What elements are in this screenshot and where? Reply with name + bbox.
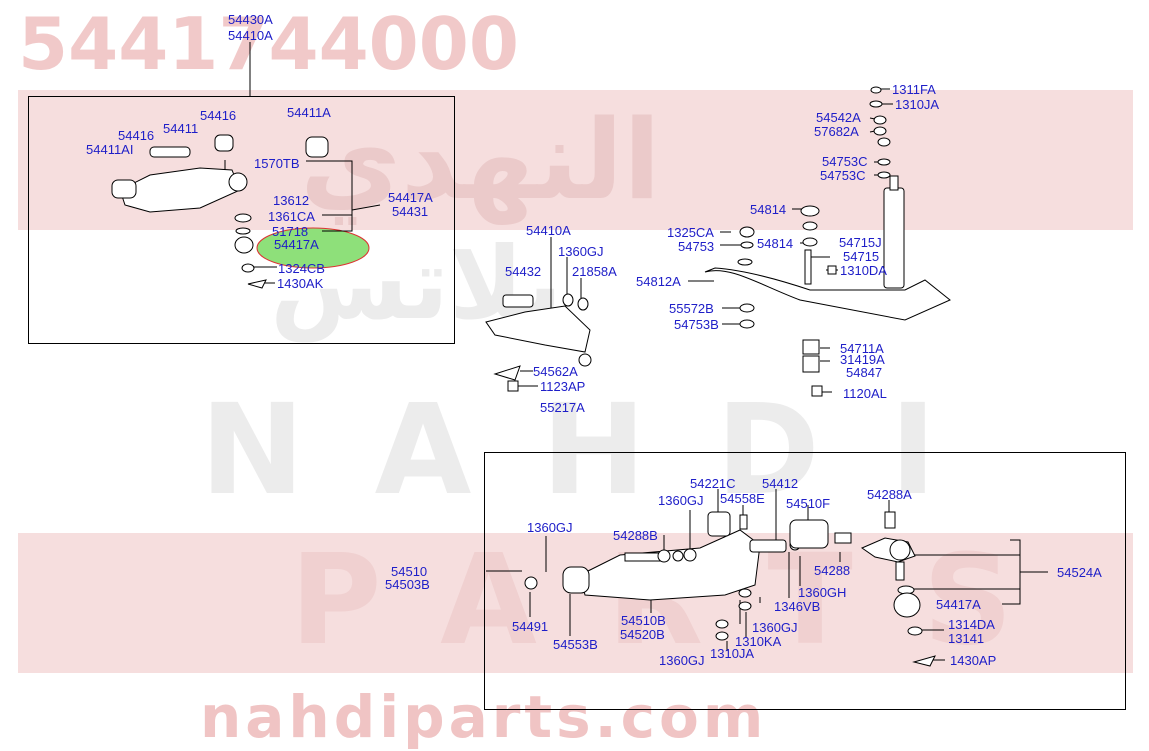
- label-54410A: 54410A: [228, 28, 273, 43]
- label-1314DA: 1314DA: [948, 617, 995, 632]
- label-54417A: 54417A: [274, 237, 319, 252]
- label-54558E: 54558E: [720, 491, 765, 506]
- label-21858A: 21858A: [572, 264, 617, 279]
- label-1430AP: 1430AP: [950, 653, 997, 668]
- label-1324CB: 1324CB: [278, 261, 325, 276]
- label-1123AP: 1123AP: [540, 379, 586, 394]
- label-54288A: 54288A: [867, 487, 912, 502]
- label-13141: 13141: [948, 631, 985, 646]
- label-54847: 54847: [846, 365, 883, 380]
- label-54288: 54288: [814, 563, 851, 578]
- label-54562A: 54562A: [533, 364, 578, 379]
- label-54411A: 54411A: [287, 105, 331, 120]
- label-54553B: 54553B: [553, 637, 598, 652]
- label-54417A-lower: 54417A: [936, 597, 981, 612]
- label-54411: 54411: [163, 121, 199, 136]
- label-1361CA: 1361CA: [268, 209, 315, 224]
- watermark-arabic: النهدي: [300, 96, 661, 224]
- label-54416-left: 54416: [118, 128, 155, 143]
- part-sketches: [111, 86, 951, 667]
- label-1310JA: 1310JA: [895, 97, 940, 112]
- label-54411AI: 54411AI: [86, 142, 134, 157]
- label-1325CA: 1325CA: [667, 225, 714, 240]
- label-54431: 54431: [392, 204, 429, 219]
- upper-arm-frame: [28, 96, 455, 344]
- label-54542A: 54542A: [816, 110, 861, 125]
- watermark-nahdi: NAHDI: [200, 378, 1007, 523]
- label-1360GH: 1360GH: [798, 585, 847, 600]
- label-54753C-b: 54753C: [820, 168, 866, 183]
- label-51718: 51718: [272, 224, 309, 239]
- label-54753C-a: 54753C: [822, 154, 868, 169]
- label-31419A: 31419A: [840, 352, 885, 367]
- label-1310DA: 1310DA: [840, 263, 887, 278]
- label-54814-a: 54814: [750, 202, 787, 217]
- label-54412: 54412: [762, 476, 799, 491]
- part-number-watermark: 5441744000: [18, 2, 519, 86]
- label-54711A: 54711A: [840, 341, 884, 356]
- label-54416: 54416: [200, 108, 237, 123]
- label-1310KA: 1310KA: [735, 634, 782, 649]
- label-54520B: 54520B: [620, 627, 665, 642]
- label-54524A: 54524A: [1057, 565, 1102, 580]
- label-1360GJ-d: 1360GJ: [659, 653, 705, 668]
- label-54503B: 54503B: [385, 577, 430, 592]
- label-54430A: 54430A: [228, 12, 273, 27]
- label-54715J: 54715J: [839, 235, 882, 250]
- label-57682A: 57682A: [814, 124, 859, 139]
- label-55217A: 55217A: [540, 400, 585, 415]
- watermark-band-bottom: [18, 533, 1133, 673]
- leader-lines: [224, 42, 1048, 661]
- label-54221C: 54221C: [690, 476, 736, 491]
- parts-diagram: النهدي بلاتس NAHDI PARTS 5441744000 nahd…: [18, 2, 1133, 746]
- label-54432: 54432: [505, 264, 542, 279]
- label-54510: 54510: [391, 564, 428, 579]
- highlight-ellipse: [256, 227, 370, 269]
- label-13612: 13612: [273, 193, 310, 208]
- label-54491: 54491: [512, 619, 549, 634]
- label-1360GJ-center: 1360GJ: [558, 244, 604, 259]
- label-1360GJ-a: 1360GJ: [658, 493, 704, 508]
- label-54814-b: 54814: [757, 236, 794, 251]
- label-1360GJ-b: 1360GJ: [527, 520, 573, 535]
- label-54715: 54715: [843, 249, 880, 264]
- label-1311FA: 1311FA: [892, 82, 936, 97]
- diagram-drawing: [111, 42, 1048, 667]
- label-54510B: 54510B: [621, 613, 666, 628]
- label-1346VB: 1346VB: [774, 599, 821, 614]
- label-54288B: 54288B: [613, 528, 658, 543]
- label-54410A-center: 54410A: [526, 223, 571, 238]
- label-1120AL: 1120AL: [843, 386, 887, 401]
- label-1310JA-lower: 1310JA: [710, 646, 755, 661]
- label-54753: 54753: [678, 239, 715, 254]
- label-54812A: 54812A: [636, 274, 681, 289]
- label-54753B: 54753B: [674, 317, 719, 332]
- label-1570TB: 1570TB: [254, 156, 300, 171]
- label-1430AK: 1430AK: [277, 276, 324, 291]
- label-54417A-right: 54417A: [388, 190, 433, 205]
- label-54510F: 54510F: [786, 496, 831, 511]
- label-55572B: 55572B: [669, 301, 714, 316]
- lower-arm-frame: [484, 452, 1126, 710]
- label-1360GJ-c: 1360GJ: [752, 620, 798, 635]
